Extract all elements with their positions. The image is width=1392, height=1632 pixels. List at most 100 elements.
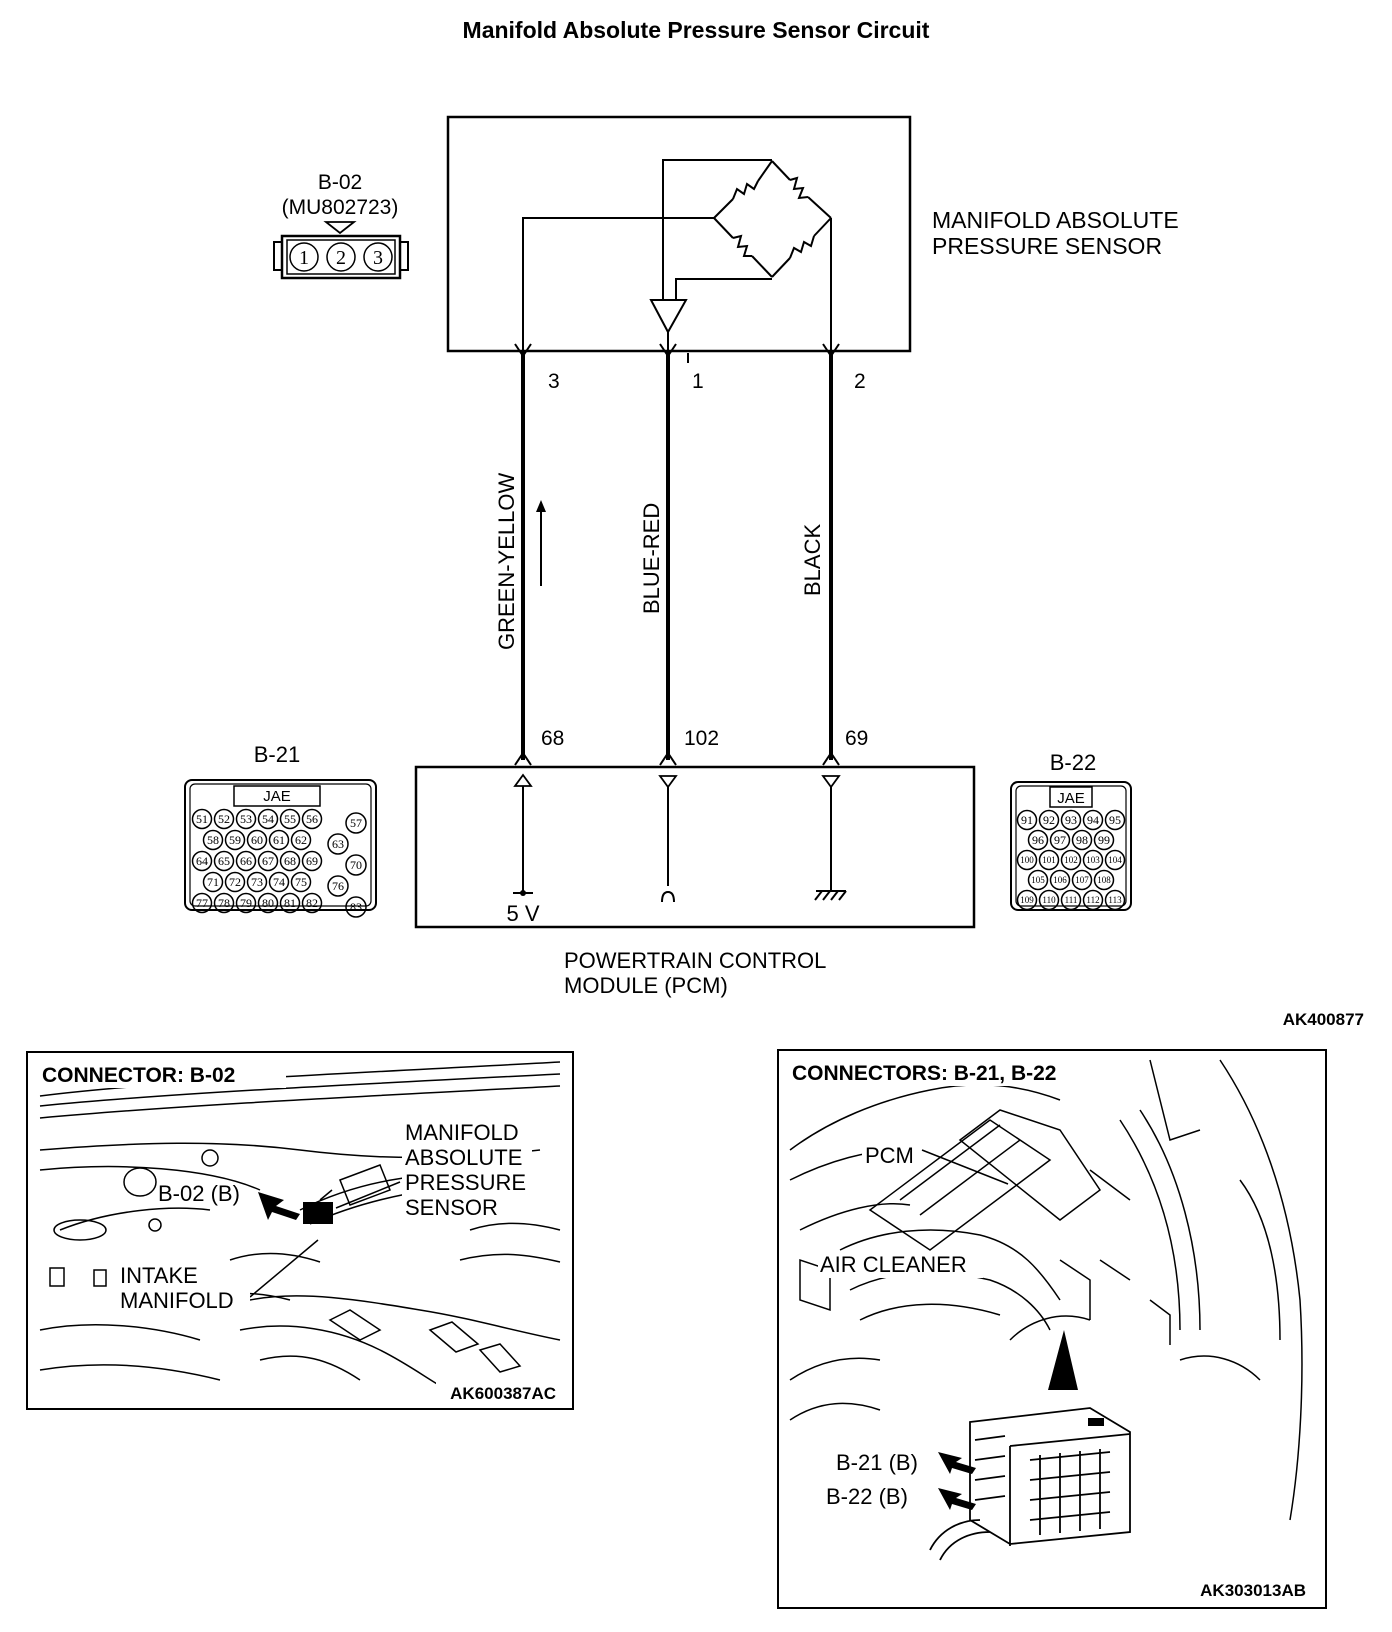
svg-text:51: 51 bbox=[196, 812, 208, 826]
pcm-signal-input-icon bbox=[658, 775, 678, 789]
connector-b22-pin-95: 95 bbox=[1104, 809, 1126, 831]
svg-text:113: 113 bbox=[1108, 895, 1122, 905]
svg-text:98: 98 bbox=[1076, 833, 1088, 847]
connector-b22-maker: JAE bbox=[1057, 790, 1085, 807]
connector-b22-pin-94: 94 bbox=[1082, 809, 1104, 831]
diagram-code: AK400877 bbox=[1283, 1010, 1364, 1029]
connector-b22-pin-97: 97 bbox=[1049, 829, 1071, 851]
zoom-pointer-icon bbox=[1048, 1330, 1078, 1390]
connector-b22-pin-99: 99 bbox=[1093, 829, 1115, 851]
photo-left-heading: CONNECTOR: B-02 bbox=[42, 1064, 235, 1087]
connector-b21-pin-62: 62 bbox=[290, 829, 312, 851]
b22-arrow-icon bbox=[938, 1488, 976, 1510]
svg-text:66: 66 bbox=[240, 854, 252, 868]
svg-text:2: 2 bbox=[336, 247, 346, 269]
sensor-label-line2: PRESSURE SENSOR bbox=[932, 233, 1162, 259]
pcm-pin-label-69: 69 bbox=[845, 727, 868, 750]
connector-b21-pin-79: 79 bbox=[235, 892, 257, 914]
svg-text:92: 92 bbox=[1043, 813, 1055, 827]
svg-text:91: 91 bbox=[1021, 813, 1033, 827]
connector-b22-id: B-22 bbox=[1050, 750, 1096, 775]
svg-text:52: 52 bbox=[218, 812, 230, 826]
svg-text:53: 53 bbox=[240, 812, 252, 826]
svg-text:82: 82 bbox=[306, 896, 318, 910]
svg-text:1: 1 bbox=[299, 247, 309, 269]
svg-text:77: 77 bbox=[196, 896, 208, 910]
wire-label-green-yellow: GREEN-YELLOW bbox=[494, 473, 519, 650]
connector-b21-maker: JAE bbox=[263, 788, 291, 805]
connector-b22-pin-112: 112 bbox=[1082, 889, 1104, 911]
connector-b22-pin-108: 108 bbox=[1093, 869, 1115, 891]
connector-b21-pin-58: 58 bbox=[202, 829, 224, 851]
connector-b21-pin-80: 80 bbox=[257, 892, 279, 914]
pcm-module-zoom bbox=[929, 1407, 1131, 1561]
connector-b21-id: B-21 bbox=[254, 742, 300, 767]
connector-b21-pin-53: 53 bbox=[235, 808, 257, 830]
connector-b21-pin-78: 78 bbox=[213, 892, 235, 914]
sensor-block: MANIFOLD ABSOLUTE PRESSURE SENSOR bbox=[446, 115, 1179, 363]
connector-b21-pin-82: 82 bbox=[301, 892, 323, 914]
connector-b21-pin-70: 70 bbox=[345, 854, 367, 876]
svg-text:101: 101 bbox=[1042, 855, 1056, 865]
svg-text:57: 57 bbox=[350, 816, 362, 830]
connector-b21-pin-71: 71 bbox=[202, 871, 224, 893]
svg-text:54: 54 bbox=[262, 812, 274, 826]
amplifier-icon bbox=[649, 299, 688, 335]
callout-intake-line2: MANIFOLD bbox=[120, 1288, 234, 1313]
svg-text:111: 111 bbox=[1065, 895, 1078, 905]
svg-text:61: 61 bbox=[273, 833, 285, 847]
callout-b22: B-22 (B) bbox=[826, 1484, 908, 1509]
connector-b22-pin-102: 102 bbox=[1060, 849, 1082, 871]
connector-b21-pin-69: 69 bbox=[301, 850, 323, 872]
photo-right-heading: CONNECTORS: B-21, B-22 bbox=[792, 1062, 1057, 1085]
svg-text:105: 105 bbox=[1031, 875, 1045, 885]
connector-b21-pin-60: 60 bbox=[246, 829, 268, 851]
b21-arrow-icon bbox=[938, 1452, 976, 1474]
connector-b21-pin-73: 73 bbox=[246, 871, 268, 893]
svg-text:63: 63 bbox=[332, 837, 344, 851]
ground-icon bbox=[814, 890, 847, 901]
svg-text:76: 76 bbox=[332, 879, 344, 893]
callout-air-cleaner: AIR CLEANER bbox=[820, 1252, 967, 1277]
callout-sensor-line4: SENSOR bbox=[405, 1195, 498, 1220]
connector-b22-pin-107: 107 bbox=[1071, 869, 1093, 891]
connector-b21-pin-59: 59 bbox=[224, 829, 246, 851]
connector-b02-pin-2: 2 bbox=[326, 242, 356, 272]
connector-b22-pin-103: 103 bbox=[1082, 849, 1104, 871]
harness-wires bbox=[514, 343, 840, 766]
svg-text:62: 62 bbox=[295, 833, 307, 847]
callout-sensor-line1: MANIFOLD bbox=[405, 1120, 519, 1145]
connector-b21-pin-74: 74 bbox=[268, 871, 290, 893]
wire-label-blue-red: BLUE-RED bbox=[639, 503, 664, 614]
callout-sensor-line2: ABSOLUTE bbox=[405, 1145, 522, 1170]
connector-b21-pin-77: 77 bbox=[191, 892, 213, 914]
sensor-internal-wiring bbox=[522, 159, 832, 363]
svg-text:110: 110 bbox=[1042, 895, 1056, 905]
connector-b22-pin-109: 109 bbox=[1016, 889, 1038, 911]
svg-text:100: 100 bbox=[1020, 855, 1034, 865]
connector-b21-pin-65: 65 bbox=[213, 850, 235, 872]
connector-b21-pin-63: 63 bbox=[327, 833, 349, 855]
pcm-pin-label-68: 68 bbox=[541, 727, 564, 750]
connector-b22-pin-91: 91 bbox=[1016, 809, 1038, 831]
svg-text:104: 104 bbox=[1108, 855, 1122, 865]
svg-text:74: 74 bbox=[273, 875, 285, 889]
pcm-input-arrow-icon bbox=[513, 773, 533, 787]
sensor-label-line1: MANIFOLD ABSOLUTE bbox=[932, 207, 1179, 233]
connector-b21-pin-52: 52 bbox=[213, 808, 235, 830]
connector-b02-pin-3: 3 bbox=[363, 242, 393, 272]
connector-b22-pin-101: 101 bbox=[1038, 849, 1060, 871]
svg-text:72: 72 bbox=[229, 875, 241, 889]
sensor-pin-label-3: 3 bbox=[548, 370, 560, 393]
diagram-title: Manifold Absolute Pressure Sensor Circui… bbox=[463, 17, 930, 43]
svg-text:107: 107 bbox=[1075, 875, 1089, 885]
connector-b21-pin-57: 57 bbox=[345, 812, 367, 834]
pcm-pin-label-102: 102 bbox=[684, 727, 719, 750]
connector-b22-pin-98: 98 bbox=[1071, 829, 1093, 851]
pcm-ground-input-icon bbox=[821, 775, 841, 789]
sensor-pin-label-1: 1 bbox=[692, 370, 704, 393]
sensor-pin-label-2: 2 bbox=[854, 370, 866, 393]
svg-text:59: 59 bbox=[229, 833, 241, 847]
svg-text:56: 56 bbox=[306, 812, 318, 826]
